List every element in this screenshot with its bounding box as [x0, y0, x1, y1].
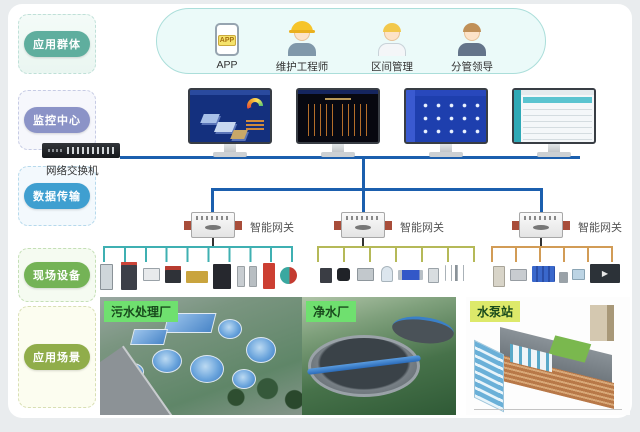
manager-person-icon: [375, 20, 409, 56]
user-label-manager: 区间管理: [371, 61, 413, 73]
tier-box-field-devices: 现场设备: [18, 248, 96, 302]
tier-label-data-transmission: 数据传输: [24, 183, 90, 209]
user-item-app: APP APP: [195, 20, 259, 71]
gateway1-drop-line: [211, 191, 214, 212]
gauge-icon: [247, 98, 263, 114]
monitor-3d-dashboard: [188, 88, 272, 157]
backbone-line: [120, 156, 580, 159]
smart-gateway-icon: [184, 212, 242, 247]
user-item-manager: 区间管理: [360, 20, 424, 74]
scene-photo-purification-plant: 净水厂: [302, 297, 456, 415]
black-enclosure-icon: [213, 264, 231, 289]
app-phone-icon: APP: [215, 20, 239, 56]
recorder-icon: [510, 269, 527, 281]
smart-gateway-label: 智能网关: [400, 222, 444, 234]
monitor-device-grid: [404, 88, 488, 157]
gray-panel-icon: [237, 266, 245, 287]
scene-label-pump-station: 水泵站: [470, 301, 521, 322]
gateway2-drop-line: [362, 191, 365, 212]
application-groups-panel: APP APP 维护工程师 区间管理 分管领导: [156, 8, 546, 74]
field-bus-orange: [491, 246, 613, 262]
smart-gateway-icon: [334, 212, 392, 247]
control-cabinet-icon: [100, 264, 113, 290]
tier-label-field-devices: 现场设备: [24, 262, 90, 288]
dome-sensor-icon: [381, 266, 393, 282]
plc-rack-icon: [532, 266, 555, 282]
tier-box-data-transmission: 数据传输: [18, 166, 96, 226]
network-switch-icon: [42, 143, 120, 158]
field-bus-teal: [103, 246, 293, 262]
scene-photo-sewage-plant: 污水处理厂: [100, 297, 308, 415]
tier-box-application-groups: 应用群体: [18, 14, 96, 74]
user-label-leader: 分管领导: [451, 61, 493, 73]
generator-icon: [186, 271, 208, 283]
gateway3-drop-line: [540, 191, 543, 212]
scene-photo-pump-station: 水泵站: [466, 297, 630, 415]
smart-gateway-label: 智能网关: [578, 222, 622, 234]
smart-gateway-label: 智能网关: [250, 222, 294, 234]
dark-cabinet-icon: [121, 262, 137, 290]
gateway-bus-line: [211, 188, 543, 191]
small-sensor-icon: [559, 272, 568, 283]
junction-box-icon: [320, 268, 332, 283]
display-unit-icon: [337, 268, 350, 281]
monitor-trend-charts: [296, 88, 380, 157]
tier-box-application-scenes: 应用场景: [18, 306, 96, 408]
backbone-drop-line: [362, 159, 365, 190]
user-label-app: APP: [216, 59, 238, 71]
network-switch-label: 网络交换机: [46, 165, 99, 177]
blower-pump-icon: [280, 267, 297, 284]
red-pump-icon: [263, 263, 275, 289]
tier-label-monitoring-center: 监控中心: [24, 107, 90, 133]
flow-meter-icon: [398, 270, 423, 280]
level-meter-icon: [428, 268, 439, 283]
app-badge: APP: [218, 35, 236, 46]
leader-person-icon: [455, 20, 489, 56]
user-item-engineer: 维护工程师: [270, 20, 334, 74]
monitor-data-table: [512, 88, 596, 157]
panel-meter-icon: [165, 266, 181, 283]
user-item-leader: 分管领导: [440, 20, 504, 74]
field-bus-olive: [317, 246, 475, 262]
scene-label-sewage-plant: 污水处理厂: [104, 301, 179, 322]
video-monitor-icon: ▶: [590, 264, 620, 283]
smart-gateway-icon: [512, 212, 570, 247]
engineer-person-icon: [285, 20, 319, 56]
user-label-engineer: 维护工程师: [275, 61, 329, 73]
transmitter-icon: [357, 268, 374, 281]
tier-box-monitoring-center: 监控中心: [18, 90, 96, 150]
tier-label-application-scenes: 应用场景: [24, 344, 90, 370]
antenna-mast-icon: [445, 265, 467, 281]
controller-icon: [143, 268, 160, 281]
hmi-icon: [572, 269, 585, 280]
tier-label-application-groups: 应用群体: [24, 31, 90, 57]
scene-label-purification-plant: 净水厂: [306, 301, 357, 322]
meter-cabinet-icon: [493, 266, 505, 287]
gray-panel-icon: [249, 266, 257, 287]
